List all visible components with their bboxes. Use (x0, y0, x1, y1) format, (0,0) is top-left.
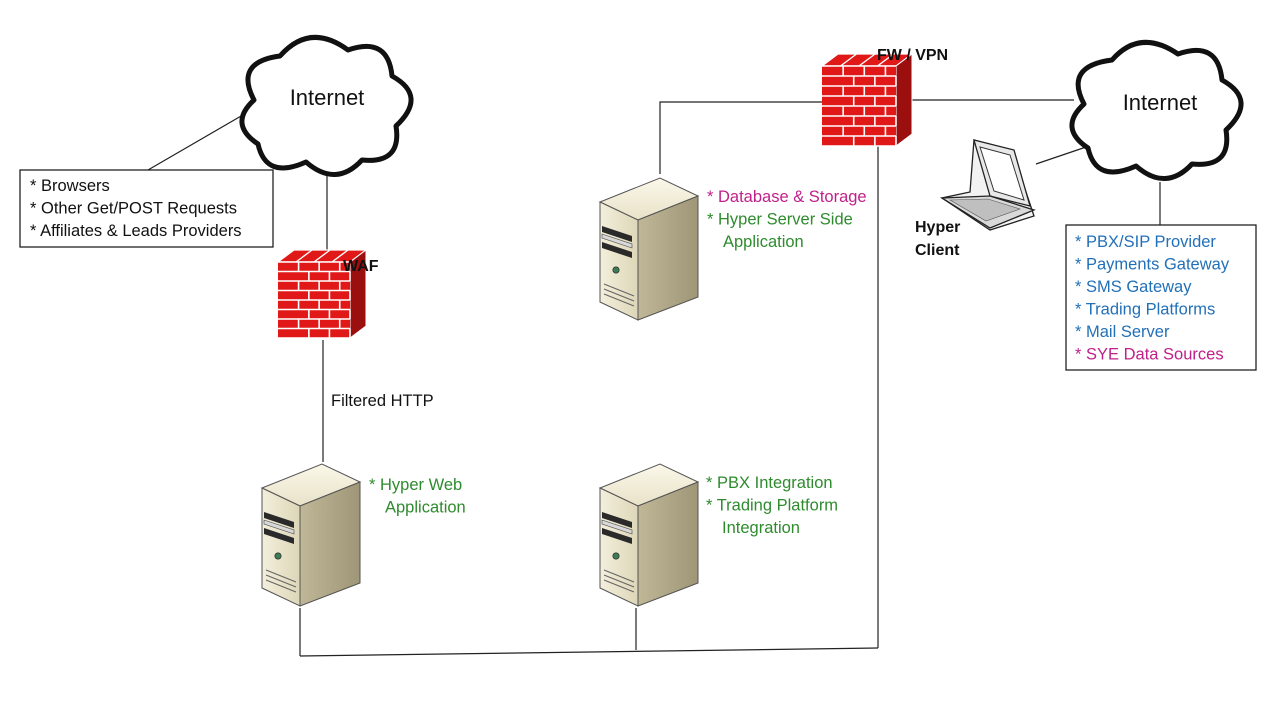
client-source-item: * Other Get/POST Requests (30, 200, 237, 218)
server-label-line: * Database & Storage (707, 188, 867, 206)
laptop-icon (939, 139, 1036, 231)
filtered-http-label: Filtered HTTP (331, 392, 434, 410)
line-laptop-to-cloud (1035, 144, 1093, 165)
cloud-internet-right: Internet (1069, 39, 1244, 181)
client-sources-box: * Browsers * Other Get/POST Requests * Aff… (19, 169, 274, 248)
mortar-line (331, 249, 349, 263)
client-source-item: * Browsers (30, 177, 110, 195)
providers-box: * PBX/SIP Provider * Payments Gateway * SM… (1065, 224, 1257, 371)
server-label-line: * Trading Platform (706, 497, 838, 515)
mortar-line (858, 53, 876, 67)
firewall-icon (820, 53, 914, 147)
connection-lines (147, 99, 1161, 657)
hyper-client-label-line1: Hyper (915, 219, 960, 236)
cloud-label: Internet (290, 85, 365, 110)
server-integration: * PBX Integration * Trading PlatformInteg… (599, 463, 838, 607)
server-label-line: * Hyper Server Side (707, 211, 853, 229)
mortar-line (295, 249, 313, 263)
provider-item: * Mail Server (1075, 323, 1170, 341)
mortar-line (877, 53, 894, 67)
waf-label: WAF (343, 258, 379, 275)
cloud-icon (239, 35, 414, 177)
hyper-client: Hyper Client (915, 139, 1036, 259)
server-icon (261, 463, 361, 607)
waf-firewall: WAF (276, 249, 379, 339)
cloud-label: Internet (1123, 90, 1198, 115)
provider-item: * SYE Data Sources (1075, 346, 1224, 364)
firewall-icon (276, 249, 368, 339)
line-bottom-bus (299, 647, 879, 657)
server-database: * Database & Storage * Hyper Server SideA… (599, 177, 867, 321)
server-label-line: Application (385, 499, 466, 517)
provider-item: * PBX/SIP Provider (1075, 233, 1216, 251)
provider-item: * Payments Gateway (1075, 256, 1230, 274)
fw-vpn-label: FW / VPN (877, 47, 948, 64)
client-source-item: * Affiliates & Leads Providers (30, 222, 242, 240)
server-label-line: Application (723, 233, 804, 251)
cloud-icon (1069, 39, 1244, 181)
line-cloud-to-browsers (147, 111, 249, 171)
fw-vpn-firewall: FW / VPN (820, 47, 948, 147)
line-db-to-fw (659, 101, 822, 174)
cloud-internet-left: Internet (239, 35, 414, 177)
server-label-line: Integration (722, 519, 800, 537)
mortar-line (840, 53, 857, 67)
server-icon (599, 177, 699, 321)
server-label-line: * PBX Integration (706, 474, 833, 492)
hyper-client-label-line2: Client (915, 242, 960, 259)
firewall-side (895, 53, 913, 147)
server-icon (599, 463, 699, 607)
provider-item: * Trading Platforms (1075, 301, 1215, 319)
mortar-line (313, 249, 331, 263)
server-label-line: * Hyper Web (369, 476, 462, 494)
provider-item: * SMS Gateway (1075, 278, 1192, 296)
